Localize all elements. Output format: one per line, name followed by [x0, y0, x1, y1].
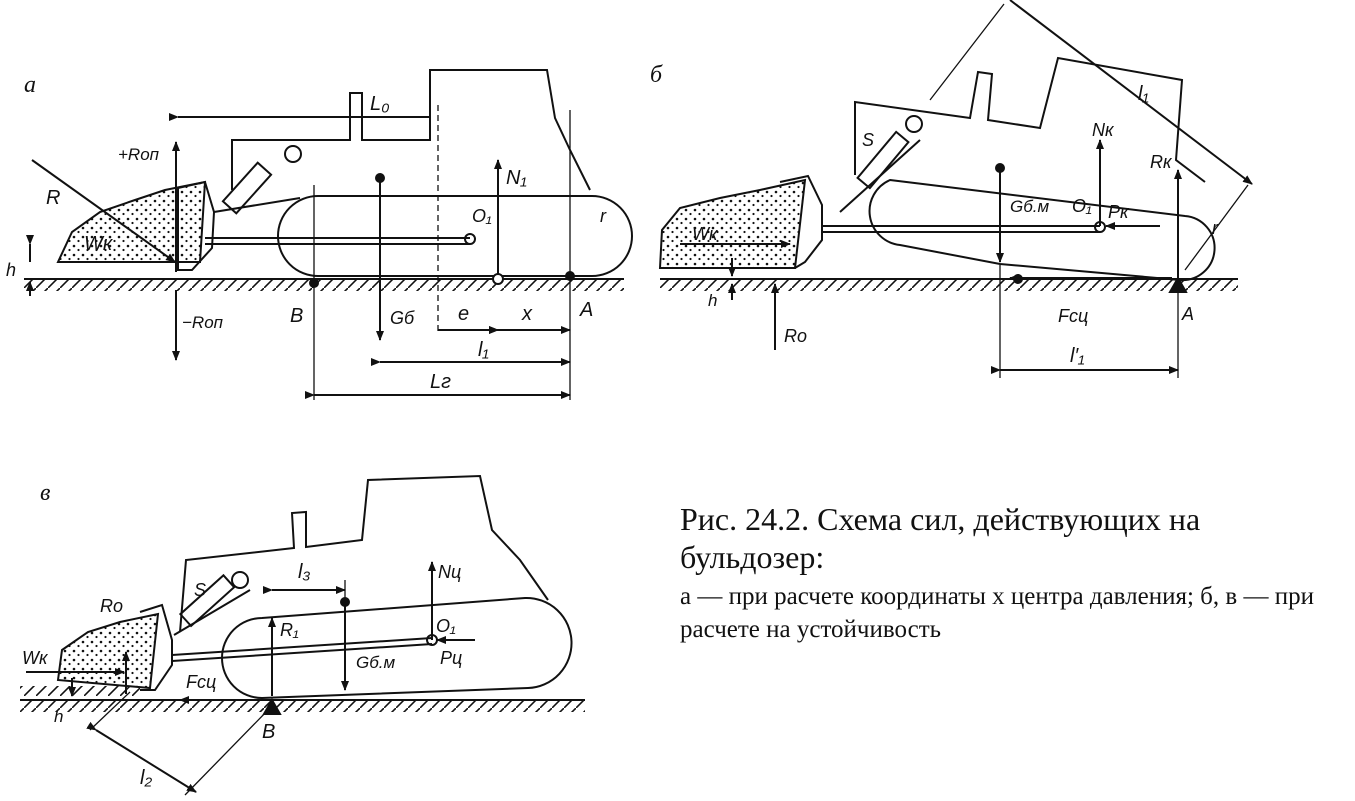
label-fsc-v: Fсц [186, 672, 216, 692]
label-l1-diag: l₁ [1138, 83, 1149, 105]
label-ro-v: Rо [100, 596, 123, 616]
panel-b-labels: l₁ S Nк Rк Gб.м O₁ Pк Wк h r Rо Fсц A l′… [692, 83, 1219, 367]
panel-v: в [20, 474, 585, 796]
figure-caption: Рис. 24.2. Схема сил, действующих на бул… [680, 500, 1345, 646]
label-wk-v: Wк [22, 648, 49, 668]
label-h-b: h [708, 291, 717, 310]
label-r-b: r [1212, 218, 1219, 238]
label-b: B [290, 305, 303, 327]
label-x: x [521, 303, 533, 325]
caption-subtitle: а — при расчете координаты x центра давл… [680, 583, 1314, 643]
label-wk-b: Wк [692, 224, 719, 244]
label-l2: l₂ [140, 767, 152, 789]
label-lg: Lг [430, 371, 451, 393]
label-b-v: B [262, 721, 275, 743]
caption-title: Рис. 24.2. Схема сил, действующих на бул… [680, 501, 1201, 575]
label-s: S [862, 130, 874, 150]
label-gbm-v: Gб.м [356, 653, 396, 672]
label-h: h [6, 260, 16, 280]
label-l1: l₁ [478, 339, 489, 361]
label-e: e [458, 303, 469, 325]
panel-v-letter: в [40, 480, 50, 506]
label-o1-v: O₁ [436, 616, 456, 636]
label-wk: Wк [84, 233, 114, 255]
label-plus-rop: +Rоп [118, 145, 160, 164]
label-r: R [46, 187, 60, 209]
label-a-b: A [1181, 304, 1194, 324]
label-nc: Nц [438, 562, 461, 582]
label-gbm: Gб.м [1010, 197, 1050, 216]
panel-a: а [24, 69, 633, 400]
label-ro: Rо [784, 326, 807, 346]
label-h-v: h [54, 707, 63, 726]
label-rk: Rк [1150, 152, 1173, 172]
label-pk: Pк [1108, 202, 1130, 222]
label-n1: N₁ [506, 167, 527, 189]
label-o1: O₁ [472, 206, 492, 226]
label-l1-prime: l′₁ [1070, 345, 1085, 367]
label-pc: Pц [440, 648, 462, 668]
panel-a-labels: L₀ +Rоп R N₁ O₁ r Wк h −Rоп B Gб e x A l… [6, 93, 607, 393]
label-r1: R₁ [280, 620, 299, 640]
label-gb: Gб [390, 308, 415, 328]
panel-v-labels: Rо S l₃ Nц R₁ O₁ Wк Pц Gб.м Fсц h B l₂ [22, 561, 462, 789]
label-s-v: S [194, 580, 206, 600]
panel-b: б [650, 0, 1253, 378]
label-minus-rop: −Rоп [182, 313, 224, 332]
label-a: A [579, 299, 593, 321]
label-l0: L₀ [370, 93, 390, 115]
label-nk: Nк [1092, 120, 1115, 140]
label-fsc: Fсц [1058, 306, 1088, 326]
label-l3: l₃ [298, 561, 310, 583]
label-r-small: r [600, 206, 607, 226]
label-o1-b: O₁ [1072, 196, 1092, 216]
panel-b-letter: б [650, 62, 663, 88]
panel-a-letter: а [24, 72, 36, 98]
